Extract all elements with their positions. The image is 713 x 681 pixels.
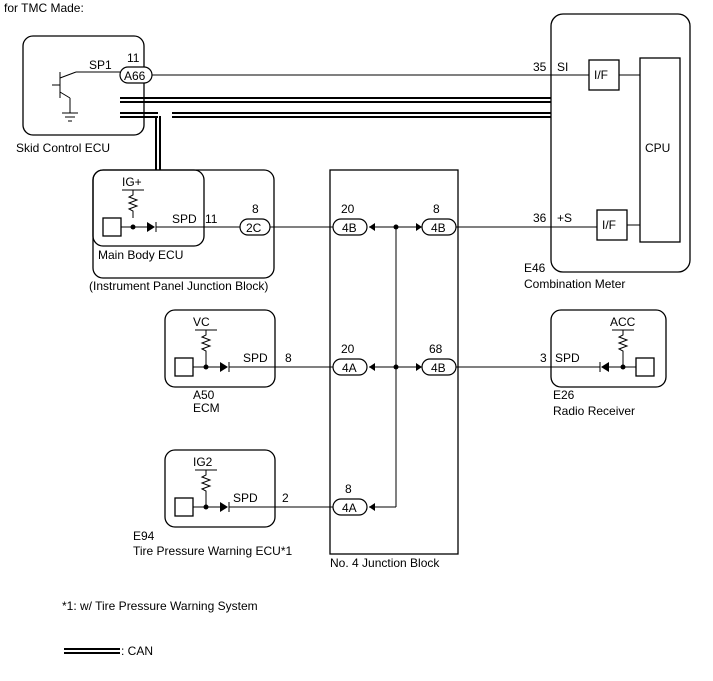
tpms-power: IG2 bbox=[193, 455, 213, 469]
meter-pin2-no: 36 bbox=[533, 211, 547, 225]
ecm-pin-no: 8 bbox=[285, 351, 292, 365]
main-body-ecu-pin-no: 11 bbox=[205, 212, 218, 226]
can-bus bbox=[120, 97, 551, 170]
ecm-code: A50 bbox=[193, 388, 215, 402]
main-body-ecu-power: IG+ bbox=[122, 175, 142, 189]
main-body-ecu-label: Main Body ECU bbox=[98, 248, 183, 262]
skid-ecu-pin-name: SP1 bbox=[89, 58, 112, 72]
radio-pin-no: 3 bbox=[540, 351, 547, 365]
jb4-c5: 4A bbox=[342, 501, 357, 515]
tpms-code: E94 bbox=[133, 529, 155, 543]
jb4-c2: 4B bbox=[431, 221, 446, 235]
meter-code: E46 bbox=[524, 261, 546, 275]
jb4-label: No. 4 Junction Block bbox=[330, 556, 440, 570]
no4-junction-block: No. 4 Junction Block 20 4B 8 4B 20 4A 68… bbox=[329, 169, 459, 570]
combination-meter: I/F CPU I/F 35 SI 36 +S E46 Combination … bbox=[524, 13, 691, 291]
jb4-c4-pin: 68 bbox=[429, 342, 443, 356]
jb4-c3: 4A bbox=[342, 361, 357, 375]
meter-pin2-name: +S bbox=[557, 211, 572, 225]
jb4-c1-pin: 20 bbox=[341, 202, 355, 216]
skid-ecu-label: Skid Control ECU bbox=[16, 141, 110, 155]
meter-label: Combination Meter bbox=[524, 277, 625, 291]
tpms-pin-name: SPD bbox=[233, 491, 258, 505]
diagram-header: for TMC Made: bbox=[4, 1, 84, 15]
radio-power: ACC bbox=[610, 315, 636, 329]
ipjb-label: (Instrument Panel Junction Block) bbox=[89, 279, 268, 293]
ecm: VC SPD 8 A50 ECM bbox=[164, 309, 333, 415]
tpms-pin-no: 2 bbox=[282, 491, 289, 505]
skid-ecu-pin-no: 11 bbox=[127, 51, 140, 65]
jb4-c1: 4B bbox=[342, 221, 357, 235]
jb4-c3-pin: 20 bbox=[341, 342, 355, 356]
meter-pin1-name: SI bbox=[557, 60, 568, 74]
can-legend: : CAN bbox=[64, 644, 153, 658]
radio-label: Radio Receiver bbox=[553, 404, 635, 418]
instrument-panel-junction-block: IG+ SPD 11 Main Body ECU 8 2C (Instrumen… bbox=[89, 169, 275, 293]
can-legend-label: : CAN bbox=[121, 644, 153, 658]
ecm-power: VC bbox=[193, 315, 210, 329]
footnote: *1: w/ Tire Pressure Warning System bbox=[62, 599, 258, 613]
ecm-label: ECM bbox=[193, 401, 220, 415]
meter-if1: I/F bbox=[594, 68, 608, 82]
radio-code: E26 bbox=[553, 388, 575, 402]
radio-receiver: ACC 3 SPD E26 Radio Receiver bbox=[456, 309, 667, 418]
main-body-ecu-pin-name: SPD bbox=[172, 212, 197, 226]
jb4-c4: 4B bbox=[431, 361, 446, 375]
jb4-c5-pin: 8 bbox=[345, 482, 352, 496]
ipjb-connector: 2C bbox=[246, 221, 262, 235]
meter-if2: I/F bbox=[602, 218, 616, 232]
skid-control-ecu: SP1 11 A66 Skid Control ECU bbox=[16, 35, 153, 155]
skid-ecu-connector: A66 bbox=[124, 69, 146, 83]
tpms-label: Tire Pressure Warning ECU*1 bbox=[133, 544, 292, 558]
meter-cpu: CPU bbox=[645, 141, 670, 155]
tire-pressure-warning-ecu: IG2 SPD 2 E94 Tire Pressure Warning ECU*… bbox=[133, 449, 333, 558]
meter-pin1-no: 35 bbox=[533, 60, 547, 74]
jb4-c2-pin: 8 bbox=[433, 202, 440, 216]
ecm-pin-name: SPD bbox=[243, 351, 268, 365]
ipjb-conn-pin: 8 bbox=[252, 202, 259, 216]
radio-pin-name: SPD bbox=[555, 351, 580, 365]
